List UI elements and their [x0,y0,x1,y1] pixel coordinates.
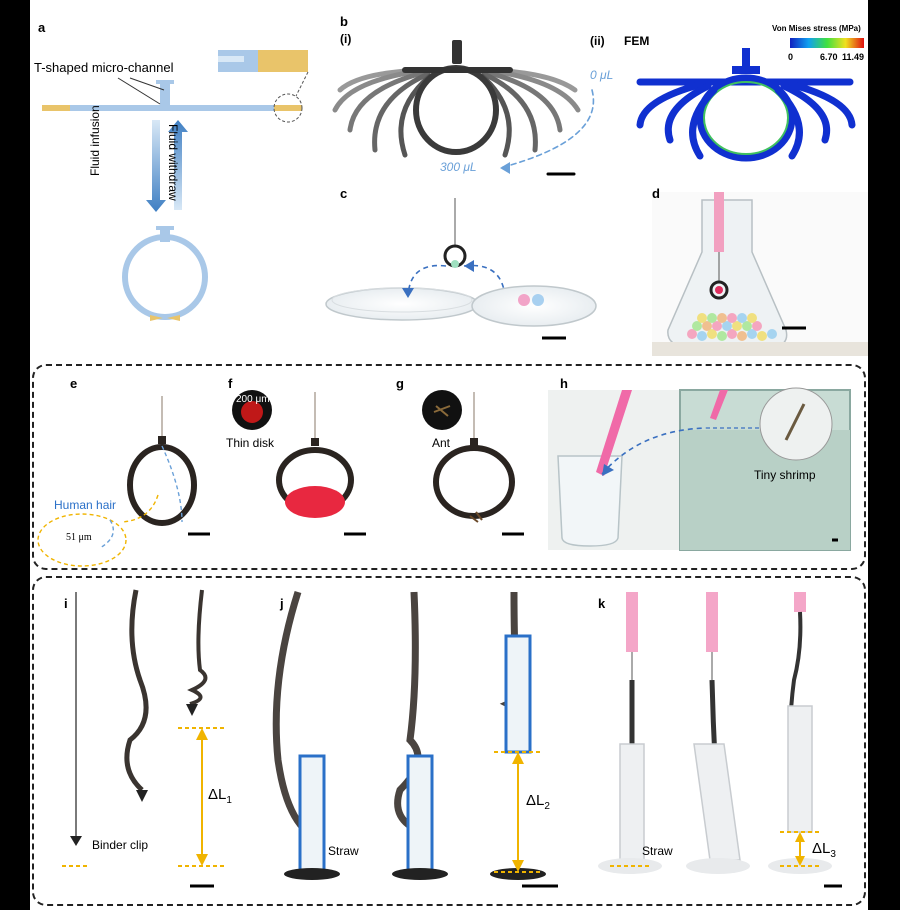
volume-end-label: 300 μL [440,160,477,174]
delta-l1-subscript: 1 [226,795,232,806]
ant-label: Ant [432,436,451,450]
shrimp-label: Tiny shrimp [754,468,816,482]
hair-label: Human hair [54,498,117,512]
panel-i-photo [62,589,226,888]
volume-arrow [499,89,595,169]
panel-f-photo [232,390,366,536]
channel-t-stem [160,82,170,106]
panel-d-photo [652,192,868,356]
delta-l2-label: ΔL2 [526,792,550,812]
panel-label-a: a [38,20,46,35]
figure-canvas: a b c d e f g h i j k T-shaped micro-cha… [30,0,868,910]
delta-l2-symbol: ΔL [526,792,545,809]
panel-label-i: i [64,596,68,611]
zoom-circle [273,93,303,123]
frame-efgh [32,364,866,570]
delta-l2-subscript: 2 [544,801,550,812]
panel-a-schematic [42,50,309,321]
panel-e-photo [37,396,210,567]
panel-label-c: c [340,186,348,201]
colorbar-title: Von Mises stress (MPa) [772,24,861,33]
panel-c-photo [325,198,597,340]
panel-label-d: d [652,186,660,201]
panel-b-fem [636,38,864,162]
sub-label-ii: (ii) [590,34,605,48]
delta-l3-label: ΔL3 [812,840,836,860]
figure-graphics [37,38,868,888]
hair-size-label: 51 μm [66,532,92,543]
sub-label-i: (i) [340,32,352,46]
channel-label: T-shaped micro-channel [34,60,174,75]
straw-label-k: Straw [642,844,673,858]
panel-label-h: h [560,376,568,391]
frame-ijk [32,576,866,906]
strip-tip-right [274,105,302,111]
gripper-ring [413,65,499,155]
panel-g-photo [422,390,524,536]
straw-label-j: Straw [328,844,359,858]
panel-k-photo [598,592,842,888]
panel-h-photo [548,387,851,551]
infusion-arrow [146,120,166,212]
colorbar-tick-2: 11.49 [842,52,865,62]
strip-tip-left [42,105,70,111]
panel-label-e: e [70,376,78,391]
panel-b-gripper-overlay [332,40,595,176]
colorbar [790,38,864,48]
channel-strip [42,105,302,111]
delta-l1-symbol: ΔL [208,786,227,803]
colorbar-tick-1: 6.70 [820,52,838,62]
disk-label: Thin disk [226,436,275,450]
withdraw-arrow [168,120,188,210]
delta-l3-subscript: 3 [830,849,836,860]
colorbar-tick-0: 0 [788,52,794,62]
delta-l3-symbol: ΔL [812,840,831,857]
disk-size-label: 200 μm [236,394,270,405]
panel-label-b: b [340,14,348,29]
withdraw-label: Fluid withdraw [166,124,180,201]
delta-l1-label: ΔL1 [208,786,232,806]
panel-label-j: j [280,596,284,611]
closed-ring [122,234,208,320]
panel-label-k: k [598,596,606,611]
volume-start-label: 0 μL [590,68,614,82]
panel-j-photo [272,590,558,888]
panel-label-f: f [228,376,233,391]
clip-label: Binder clip [92,838,149,852]
fem-label: FEM [624,34,650,48]
infusion-label: Fluid infusion [88,105,102,176]
panel-label-g: g [396,376,404,391]
